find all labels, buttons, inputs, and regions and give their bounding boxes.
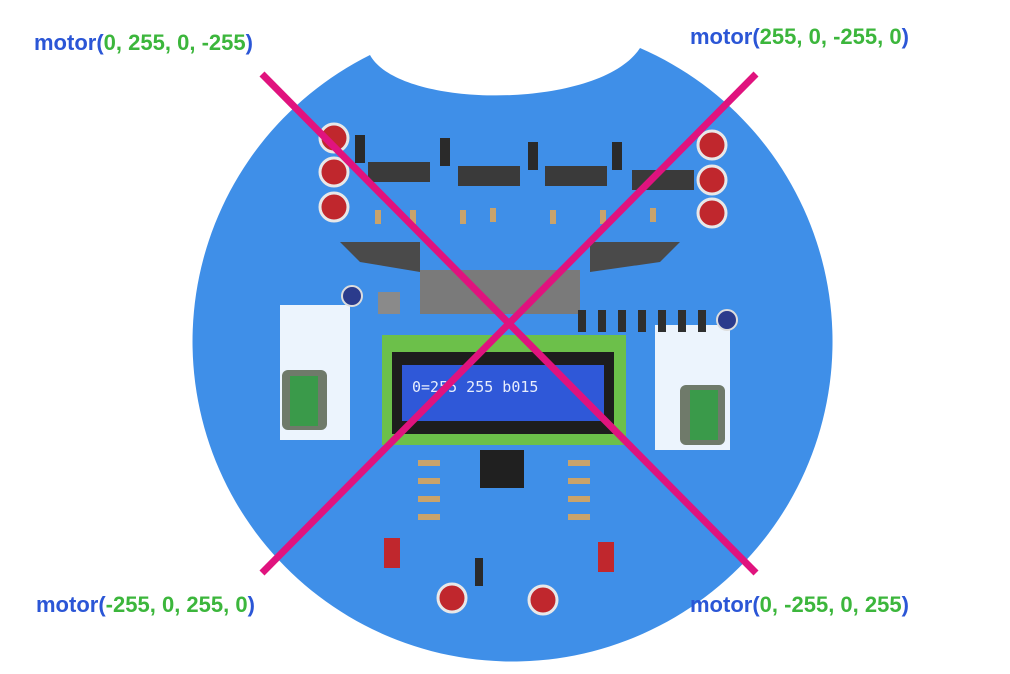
- function-name: motor: [36, 592, 99, 617]
- close-paren: ): [245, 30, 253, 55]
- cross-mark: [259, 71, 759, 576]
- small-chip: [378, 292, 400, 314]
- function-name: motor: [34, 30, 97, 55]
- small-cap-right: [716, 309, 738, 331]
- motor-arg: 255: [186, 592, 224, 617]
- bottom-diode: [475, 558, 483, 586]
- capacitors-right: [696, 129, 728, 229]
- open-paren: (: [752, 592, 760, 617]
- close-paren: ): [901, 24, 909, 49]
- function-name: motor: [690, 592, 753, 617]
- arg-separator: ,: [828, 592, 841, 617]
- label-bottom-right: motor(0, -255, 0, 255): [690, 592, 909, 618]
- motor-arg: 0: [759, 592, 772, 617]
- left-bracket: [340, 242, 420, 272]
- label-bottom-left: motor(-255, 0, 255, 0): [36, 592, 255, 618]
- left-switch: [384, 538, 400, 568]
- bottom-chip: [480, 450, 524, 488]
- right-wheel-gear: [690, 390, 718, 440]
- cross-line-ascending: [259, 71, 759, 576]
- bottom-cap-left: [436, 582, 468, 614]
- motor-arg: -255: [833, 24, 878, 49]
- left-wheel-gear: [290, 376, 318, 426]
- motor-arg: 255: [128, 30, 165, 55]
- arg-separator: ,: [820, 24, 834, 49]
- motor-arg: 0: [808, 24, 821, 49]
- open-paren: (: [96, 30, 104, 55]
- label-top-right: motor(255, 0, -255, 0): [690, 24, 909, 50]
- arg-separator: ,: [223, 592, 236, 617]
- open-paren: (: [752, 24, 760, 49]
- right-bracket: [590, 242, 680, 272]
- motor-arg: 0: [103, 30, 116, 55]
- close-paren: ): [901, 592, 909, 617]
- right-switch: [598, 542, 614, 572]
- header-pins: [355, 135, 622, 170]
- motor-arg: -255: [105, 592, 150, 617]
- arg-separator: ,: [852, 592, 865, 617]
- arg-separator: ,: [877, 24, 890, 49]
- label-top-left: motor(0, 255, 0, -255): [34, 30, 253, 56]
- motor-arg: 0: [840, 592, 853, 617]
- motor-arg: -255: [201, 30, 246, 55]
- arg-separator: ,: [115, 30, 129, 55]
- motor-arg: 255: [759, 24, 797, 49]
- arg-separator: ,: [796, 24, 809, 49]
- arg-separator: ,: [149, 592, 162, 617]
- arg-separator: ,: [771, 592, 785, 617]
- arg-separator: ,: [174, 592, 187, 617]
- resistor-row: [375, 208, 656, 224]
- motor-arg: -255: [784, 592, 829, 617]
- function-name: motor: [690, 24, 753, 49]
- capacitors-left: [318, 122, 350, 223]
- arg-separator: ,: [189, 30, 202, 55]
- motor-arg: 0: [235, 592, 248, 617]
- small-cap-left: [341, 285, 363, 307]
- motor-arg: 0: [161, 592, 175, 617]
- close-paren: ): [247, 592, 255, 617]
- bottom-cap-right: [527, 584, 559, 616]
- motor-arg: 0: [889, 24, 902, 49]
- lcd-text: 0=255 255 b015: [412, 378, 538, 396]
- motor-arg: 255: [864, 592, 902, 617]
- open-paren: (: [98, 592, 106, 617]
- motor-arg: 0: [177, 30, 190, 55]
- bottom-resistors: [418, 460, 590, 520]
- arg-separator: ,: [164, 30, 178, 55]
- jumper-pins: [578, 310, 706, 332]
